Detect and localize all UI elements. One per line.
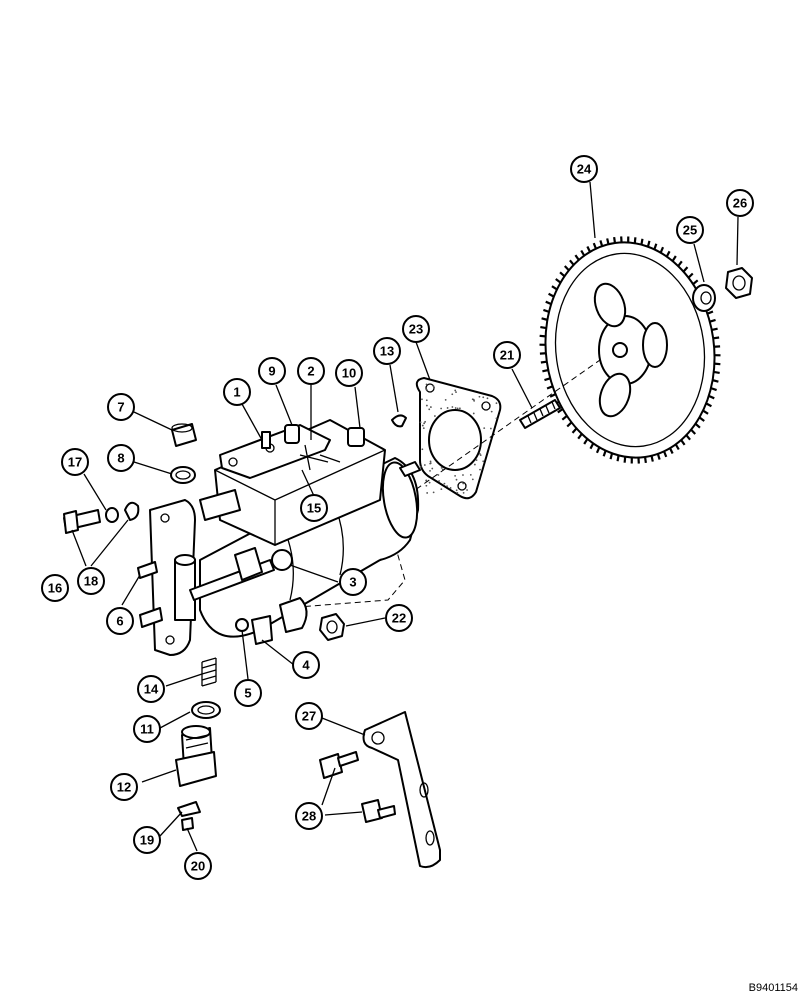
svg-text:8: 8	[117, 451, 124, 466]
stud-part	[519, 399, 561, 429]
callout-21: 21	[493, 341, 521, 369]
washer-17-part	[105, 507, 119, 523]
svg-text:16: 16	[48, 581, 62, 596]
svg-text:27: 27	[302, 709, 316, 724]
callout-10: 10	[335, 359, 363, 387]
svg-text:28: 28	[302, 809, 316, 824]
seal-washer-part	[191, 701, 221, 719]
callout-6: 6	[106, 607, 134, 635]
callout-4: 4	[292, 651, 320, 679]
callout-11: 11	[133, 715, 161, 743]
figure-reference-code: B9401154	[748, 982, 798, 994]
svg-text:17: 17	[68, 455, 82, 470]
callout-17: 17	[61, 448, 89, 476]
svg-text:3: 3	[349, 575, 356, 590]
svg-text:2: 2	[307, 364, 314, 379]
svg-text:21: 21	[500, 348, 514, 363]
svg-text:6: 6	[116, 614, 123, 629]
svg-text:1: 1	[233, 385, 240, 400]
callout-26: 26	[726, 189, 754, 217]
callout-19: 19	[133, 826, 161, 854]
gear-nut-part	[725, 267, 753, 299]
svg-text:26: 26	[733, 196, 747, 211]
banjo-bolt-part	[171, 423, 197, 447]
svg-text:22: 22	[392, 611, 406, 626]
clip-18-part	[124, 501, 140, 521]
callout-22: 22	[385, 604, 413, 632]
svg-text:13: 13	[380, 344, 394, 359]
callout-1: 1	[223, 378, 251, 406]
svg-text:23: 23	[409, 322, 423, 337]
callout-7: 7	[107, 393, 135, 421]
svg-text:4: 4	[302, 658, 310, 673]
svg-text:20: 20	[191, 859, 205, 874]
callout-5: 5	[234, 679, 262, 707]
callout-25: 25	[676, 216, 704, 244]
callout-3: 3	[339, 568, 367, 596]
svg-text:7: 7	[117, 400, 124, 415]
shaft-axis-line	[407, 359, 601, 496]
bolt-16-part	[63, 509, 101, 534]
gasket-part	[415, 377, 502, 500]
small-screw-part	[181, 817, 194, 831]
svg-text:10: 10	[342, 366, 356, 381]
callout-2: 2	[297, 357, 325, 385]
outlet-fitting-part	[175, 725, 217, 787]
callout-23: 23	[402, 315, 430, 343]
support-bracket-part	[362, 711, 441, 869]
svg-text:18: 18	[84, 574, 98, 589]
spring-part	[201, 657, 217, 687]
injection-pump-body	[137, 419, 421, 656]
key-part	[391, 414, 407, 428]
callout-20: 20	[184, 852, 212, 880]
sealing-washer-part	[170, 466, 196, 484]
callout-16: 16	[41, 574, 69, 602]
callout-27: 27	[295, 702, 323, 730]
tab-washer-part	[177, 801, 201, 817]
svg-text:14: 14	[144, 682, 159, 697]
callout-13: 13	[373, 337, 401, 365]
callout-18: 18	[77, 567, 105, 595]
bracket-bolt-part	[319, 751, 396, 823]
lock-washer-part	[692, 284, 716, 312]
callout-15: 15	[300, 494, 328, 522]
nut-22-part	[319, 613, 345, 641]
svg-text:5: 5	[244, 686, 251, 701]
svg-text:24: 24	[577, 162, 592, 177]
callout-28: 28	[295, 802, 323, 830]
drive-gear-part	[539, 236, 721, 464]
svg-text:12: 12	[117, 780, 131, 795]
svg-text:15: 15	[307, 501, 321, 516]
svg-text:11: 11	[140, 722, 154, 737]
callout-9: 9	[258, 357, 286, 385]
callout-14: 14	[137, 675, 165, 703]
leader-lines	[71, 181, 739, 852]
svg-text:19: 19	[140, 833, 154, 848]
callout-24: 24	[570, 155, 598, 183]
svg-text:9: 9	[268, 364, 275, 379]
callout-12: 12	[110, 773, 138, 801]
svg-text:25: 25	[683, 223, 697, 238]
callout-8: 8	[107, 444, 135, 472]
